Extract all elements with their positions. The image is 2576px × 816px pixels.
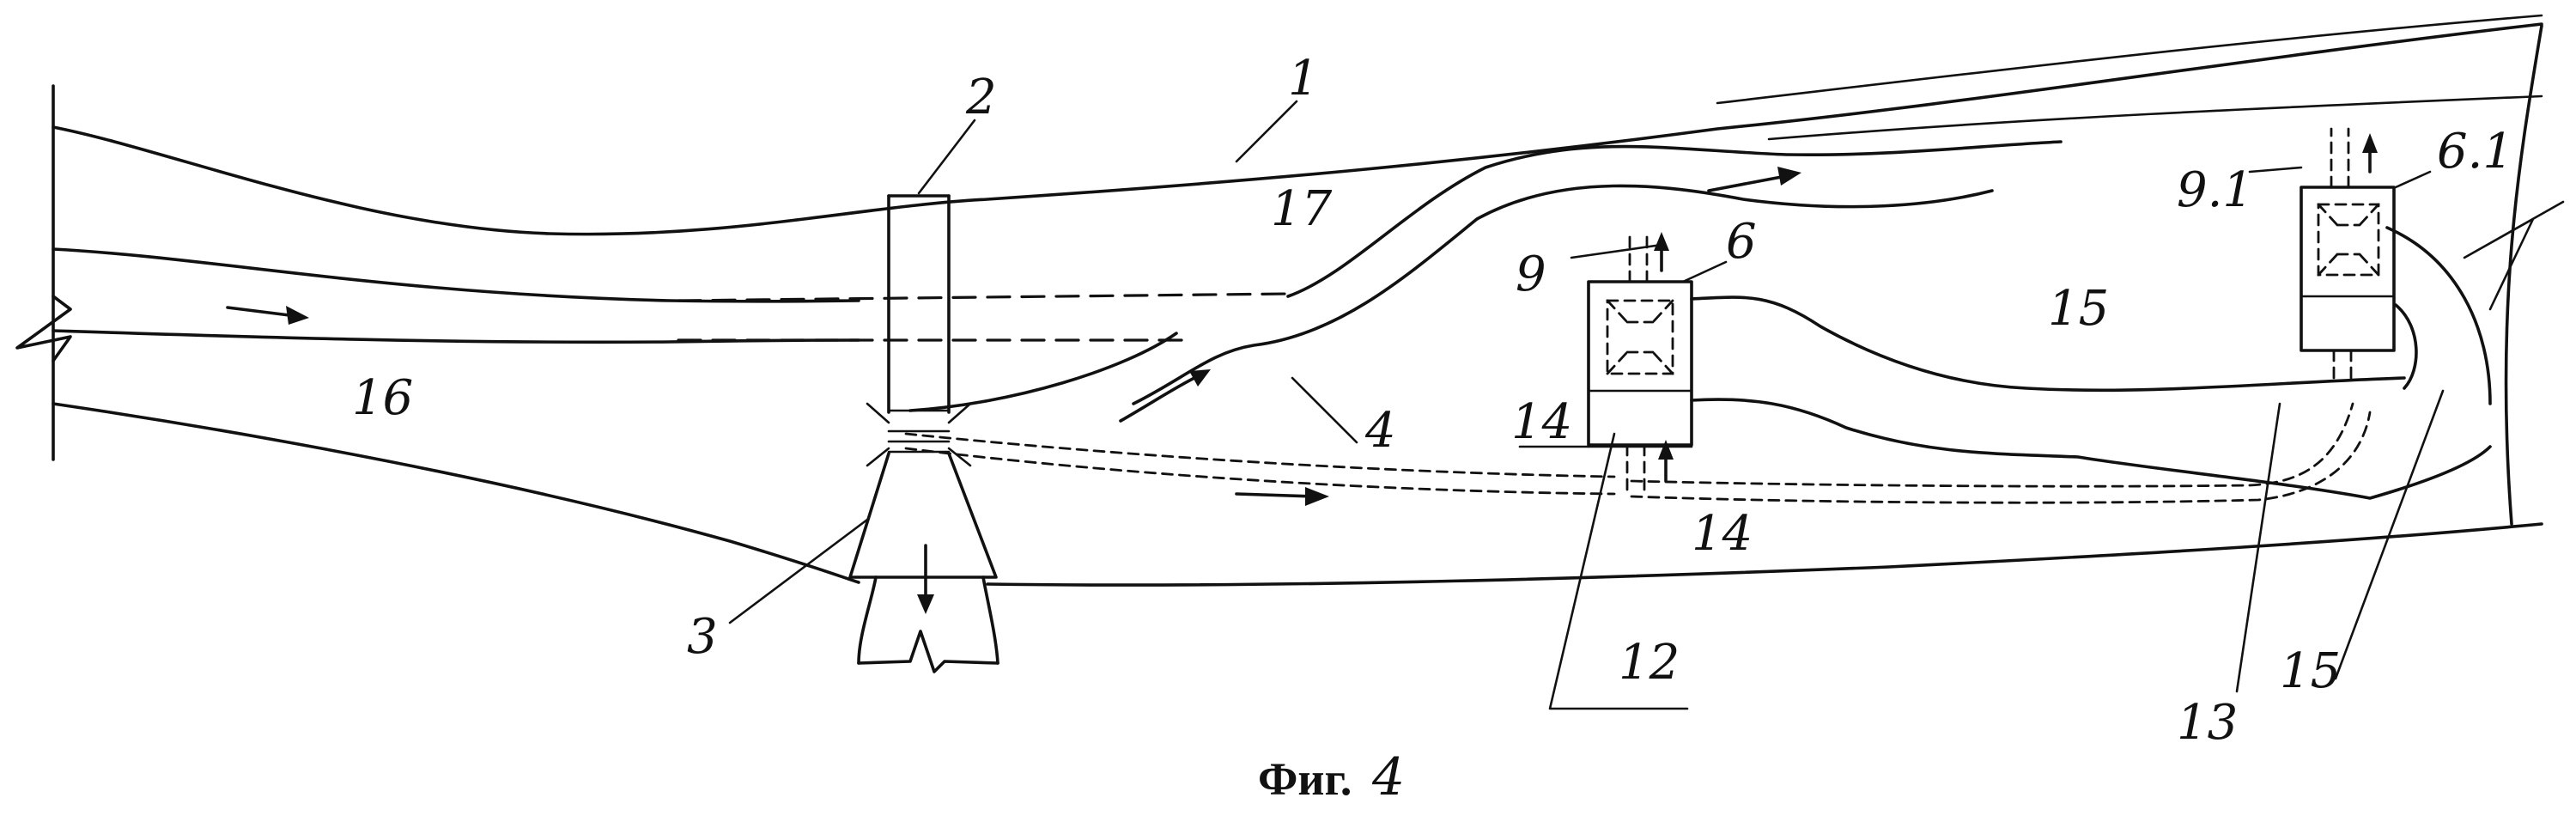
reference-labels: 1 2 3 4 6 6.1 9 9.1 12 13 14 14 15 15 16… <box>352 51 2513 751</box>
channel-outline <box>15 14 2565 587</box>
outlet-3 <box>848 452 999 673</box>
label-17: 17 <box>1271 181 1333 237</box>
label-1: 1 <box>1288 51 1319 107</box>
figure-caption: Фиг. 4 <box>1258 747 1405 807</box>
label-4: 4 <box>1364 403 1396 459</box>
caption-number: 4 <box>1371 747 1405 807</box>
label-6: 6 <box>1726 214 1757 270</box>
label-16: 16 <box>352 370 413 426</box>
label-2: 2 <box>965 70 997 125</box>
label-14-upper: 14 <box>1511 394 1572 450</box>
label-13: 13 <box>2177 695 2238 751</box>
channel-17 <box>908 140 2063 423</box>
label-15-upper: 15 <box>2048 281 2109 337</box>
label-6-1: 6.1 <box>2437 124 2513 180</box>
unit-6 <box>1587 232 1693 491</box>
channel-15 <box>1690 226 2492 500</box>
unit-6-1 <box>2300 127 2396 380</box>
label-12: 12 <box>1619 635 1680 691</box>
label-9-1: 9.1 <box>2177 162 2253 218</box>
caption-word: Фиг. <box>1258 753 1352 805</box>
label-9: 9 <box>1516 247 1546 302</box>
label-3: 3 <box>687 609 718 665</box>
structure-2 <box>866 194 972 467</box>
stream-16 <box>52 247 1290 344</box>
leader-lines <box>728 100 2445 710</box>
pipe-4 <box>904 402 2372 506</box>
label-14-lower: 14 <box>1692 506 1753 562</box>
label-15-lower: 15 <box>2280 643 2341 699</box>
